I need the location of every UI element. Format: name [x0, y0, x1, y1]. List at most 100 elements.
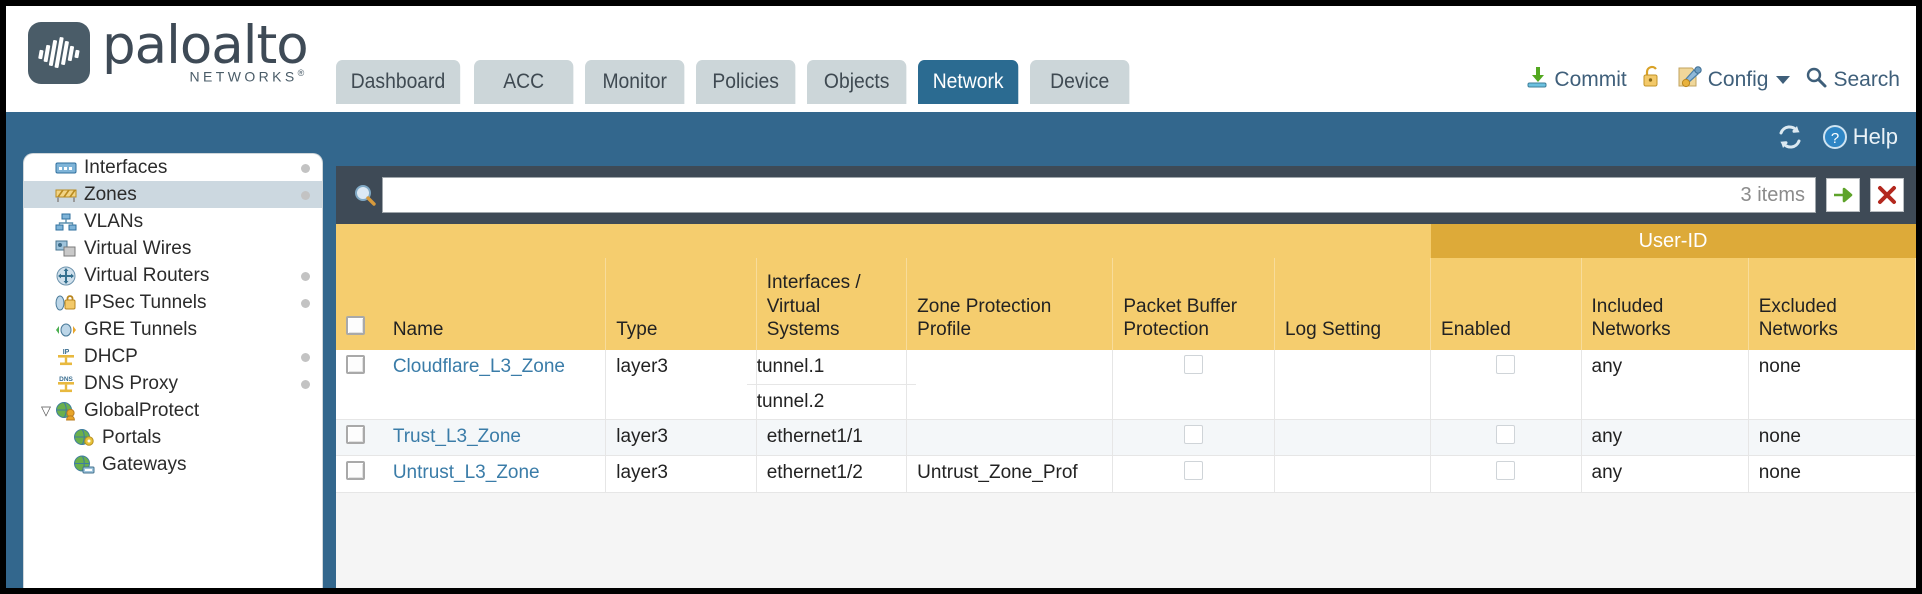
row-select-cell	[336, 350, 383, 420]
gre-tunnels-icon	[54, 320, 78, 340]
sidebar-item-portals[interactable]: Portals	[24, 424, 322, 451]
cell-userid-enabled	[1430, 455, 1582, 493]
filter-search-icon[interactable]	[348, 182, 382, 208]
userid-enabled-checkbox[interactable]	[1496, 461, 1516, 481]
network-sidebar: Interfaces Zones VLANs Virtual Wires	[24, 154, 322, 588]
sidebar-item-label: Interfaces	[84, 157, 168, 178]
main-content: 3 items	[336, 166, 1916, 588]
zones-table-container: User-ID Name Type Interfaces / Virtual S…	[336, 224, 1916, 588]
cell-name[interactable]: Untrust_L3_Zone	[382, 455, 607, 493]
filter-input[interactable]: 3 items	[382, 177, 1816, 213]
items-count-label: 3 items	[1740, 183, 1805, 206]
interface-entry: tunnel.1	[746, 350, 917, 385]
virtual-wires-icon	[54, 239, 78, 259]
column-header-included-networks[interactable]: Included Networks	[1581, 258, 1749, 350]
sidebar-item-dns-proxy[interactable]: DNS DNS Proxy	[24, 370, 322, 397]
row-checkbox[interactable]	[346, 461, 365, 481]
column-header-name[interactable]: Name	[382, 258, 607, 350]
search-button[interactable]: Search	[1804, 65, 1900, 95]
row-checkbox[interactable]	[346, 424, 365, 444]
portals-icon	[72, 428, 96, 448]
refresh-button[interactable]	[1776, 124, 1804, 150]
column-header-packet-buffer-protection[interactable]: Packet Buffer Protection	[1112, 258, 1275, 350]
cell-name[interactable]: Trust_L3_Zone	[382, 419, 607, 457]
sidebar-item-virtual-routers[interactable]: Virtual Routers	[24, 262, 322, 289]
dhcp-icon: IP	[54, 347, 78, 367]
cell-included-networks: any	[1581, 350, 1749, 420]
status-dot	[301, 298, 310, 308]
search-label: Search	[1833, 68, 1900, 91]
column-header-type[interactable]: Type	[605, 258, 757, 350]
row-select-cell	[336, 419, 383, 457]
sidebar-item-label: IPSec Tunnels	[84, 292, 207, 313]
select-all-checkbox[interactable]	[346, 315, 365, 335]
tab-dashboard[interactable]: Dashboard	[336, 60, 460, 104]
cell-interfaces: ethernet1/1	[756, 419, 908, 457]
cell-interfaces: ethernet1/2	[756, 455, 908, 493]
packet-buffer-checkbox[interactable]	[1184, 424, 1204, 444]
commit-button[interactable]: Commit	[1525, 65, 1627, 95]
sidebar-item-ipsec-tunnels[interactable]: IPSec Tunnels	[24, 289, 322, 316]
paloalto-logo-mark-icon	[28, 22, 90, 84]
globalprotect-icon	[54, 401, 78, 421]
tree-expander-globalprotect[interactable]: ▽	[41, 402, 51, 418]
sidebar-item-dhcp[interactable]: IP DHCP	[24, 343, 322, 370]
chevron-down-icon	[1776, 76, 1791, 84]
apply-filter-button[interactable]	[1826, 178, 1860, 212]
cell-excluded-networks: none	[1748, 350, 1916, 420]
main-nav-tabs: Dashboard ACC Monitor Policies Objects N…	[336, 60, 1141, 104]
userid-enabled-checkbox[interactable]	[1496, 424, 1516, 444]
row-checkbox[interactable]	[346, 355, 365, 374]
cell-packet-buffer-protection	[1112, 419, 1275, 457]
ipsec-tunnels-icon	[54, 293, 78, 313]
column-header-zone-protection-profile[interactable]: Zone Protection Profile	[906, 258, 1114, 350]
table-row[interactable]: Trust_L3_Zone layer3 ethernet1/1 any	[336, 419, 1916, 457]
cell-name[interactable]: Cloudflare_L3_Zone	[382, 350, 607, 420]
sidebar-item-label: GlobalProtect	[84, 400, 200, 421]
tab-policies[interactable]: Policies	[695, 60, 796, 104]
tab-network[interactable]: Network	[917, 60, 1019, 104]
sidebar-item-vlans[interactable]: VLANs	[24, 208, 322, 235]
packet-buffer-checkbox[interactable]	[1184, 461, 1204, 481]
column-header-log-setting[interactable]: Log Setting	[1274, 258, 1432, 350]
column-header-interfaces[interactable]: Interfaces / Virtual Systems	[756, 258, 908, 350]
sidebar-item-label: DNS Proxy	[84, 373, 178, 394]
packet-buffer-checkbox[interactable]	[1184, 355, 1204, 374]
zone-name-link[interactable]: Trust_L3_Zone	[392, 425, 521, 447]
userid-enabled-checkbox[interactable]	[1496, 355, 1516, 374]
clear-filter-button[interactable]	[1870, 178, 1904, 212]
paloalto-logo[interactable]: paloalto NETWORKS®	[28, 18, 309, 89]
sidebar-item-label: Virtual Wires	[84, 238, 192, 259]
zone-name-link[interactable]: Cloudflare_L3_Zone	[392, 356, 565, 377]
table-row[interactable]: Untrust_L3_Zone layer3 ethernet1/2 Untru…	[336, 455, 1916, 493]
sidebar-item-interfaces[interactable]: Interfaces	[24, 154, 322, 181]
tab-acc[interactable]: ACC	[473, 60, 574, 104]
column-header-excluded-networks[interactable]: Excluded Networks	[1748, 258, 1916, 350]
table-empty-space	[336, 493, 1916, 553]
cell-excluded-networks: none	[1748, 455, 1916, 493]
column-header-enabled[interactable]: Enabled	[1430, 258, 1582, 350]
gateways-icon	[72, 455, 96, 475]
help-button[interactable]: ? Help	[1822, 124, 1898, 150]
cell-interfaces: tunnel.1 tunnel.2	[746, 350, 917, 420]
zone-name-link[interactable]: Untrust_L3_Zone	[392, 462, 540, 484]
blue-bar-actions: ? Help	[1776, 124, 1898, 150]
sidebar-item-gateways[interactable]: Gateways	[24, 451, 322, 478]
sidebar-item-zones[interactable]: Zones	[24, 181, 322, 208]
sidebar-item-globalprotect[interactable]: ▽ GlobalProtect	[24, 397, 322, 424]
table-row[interactable]: Cloudflare_L3_Zone layer3 tunnel.1 tunne…	[336, 350, 1916, 420]
lock-button[interactable]	[1641, 65, 1663, 95]
brand-name: paloalto	[102, 15, 309, 76]
cell-zone-protection-profile: Untrust_Zone_Prof	[906, 455, 1114, 493]
tab-objects[interactable]: Objects	[806, 60, 907, 104]
sidebar-item-label: Zones	[84, 184, 137, 205]
tab-monitor[interactable]: Monitor	[584, 60, 685, 104]
sidebar-item-virtual-wires[interactable]: Virtual Wires	[24, 235, 322, 262]
sidebar-item-gre-tunnels[interactable]: GRE Tunnels	[24, 316, 322, 343]
cell-excluded-networks: none	[1748, 419, 1916, 457]
interface-entry: tunnel.2	[756, 390, 825, 412]
config-menu[interactable]: Config	[1677, 65, 1791, 95]
config-icon	[1677, 65, 1703, 95]
top-actions: Commit	[1511, 58, 1900, 102]
tab-device[interactable]: Device	[1029, 60, 1130, 104]
